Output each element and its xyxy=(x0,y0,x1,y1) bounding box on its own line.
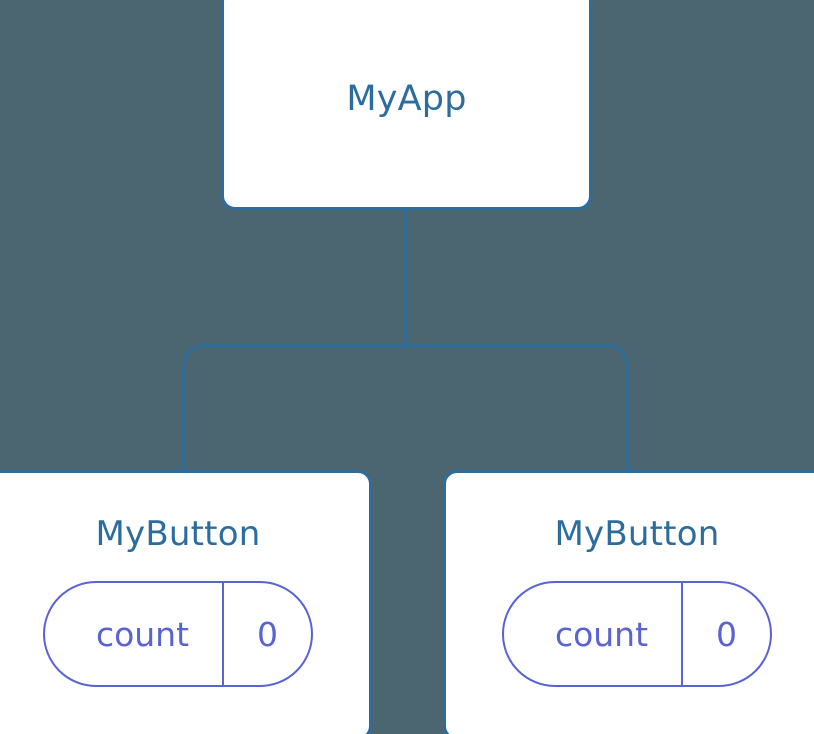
state-badge[interactable]: count 0 xyxy=(502,581,772,687)
component-node-label: MyApp xyxy=(346,78,467,119)
state-badge-value: 0 xyxy=(222,583,311,685)
component-node-label: MyButton xyxy=(95,514,261,554)
state-badge-key: count xyxy=(95,614,190,654)
component-node-mybutton-2[interactable]: MyButton count 0 xyxy=(443,470,814,734)
component-node-mybutton-1[interactable]: MyButton count 0 xyxy=(0,470,372,734)
state-badge-key: count xyxy=(554,614,649,654)
state-badge-value: 0 xyxy=(681,583,770,685)
state-badge[interactable]: count 0 xyxy=(43,581,313,687)
connector-right-branch xyxy=(406,344,629,472)
component-node-label: MyButton xyxy=(554,514,720,554)
component-node-myapp[interactable]: MyApp xyxy=(221,0,592,210)
connector-left-branch xyxy=(182,344,406,472)
